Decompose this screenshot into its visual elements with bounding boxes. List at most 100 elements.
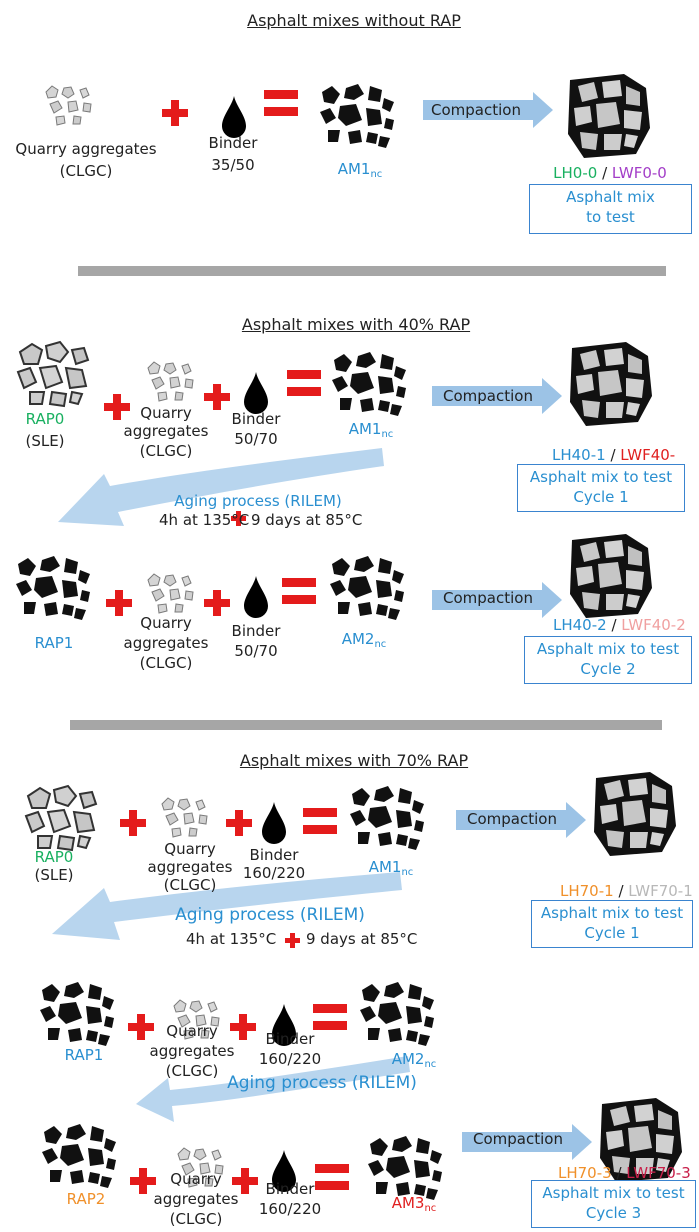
binder-drop-icon [244, 576, 268, 618]
equals-icon [313, 1004, 347, 1030]
section-heading: Asphalt mixes with 70% RAP [239, 751, 469, 770]
compacted-mix-icon [570, 534, 652, 618]
binder-drop-icon [222, 96, 246, 138]
quarry-label: Quarry aggregates [15, 140, 157, 158]
rap-label: RAP1 [64, 1046, 104, 1064]
equals-icon [282, 578, 316, 604]
quarry-label: aggregates [123, 634, 209, 652]
aging-condition: 4h at 135°C [186, 930, 277, 948]
binder-drop-icon [244, 372, 268, 414]
quarry-label: Quarry [164, 840, 216, 858]
plus-icon [120, 810, 146, 836]
rap-label: RAP0 [25, 410, 65, 428]
mix-label: AM1nc [368, 858, 414, 878]
asphalt-mix-icon [360, 982, 434, 1046]
rap-aggregates-icon [17, 341, 89, 407]
specimen-codes: LH70-3 / LWF70-3 [558, 1164, 691, 1182]
compaction-label: Compaction [443, 387, 533, 405]
compacted-mix-icon [594, 772, 676, 856]
binder-label: Binder [249, 846, 299, 864]
quarry-aggregates-icon [161, 797, 208, 838]
quarry-label: Quarry [140, 404, 192, 422]
mix-label: AM1nc [337, 160, 383, 180]
binder-drop-icon [262, 802, 286, 844]
compaction-label: Compaction [473, 1130, 563, 1148]
aging-condition: 9 days at 85°C [251, 511, 363, 529]
quarry-label: (CLGC) [139, 654, 193, 672]
specimen-codes: LH40-1 / LWF40- [552, 446, 676, 464]
aging-arrow-icon [136, 1056, 410, 1122]
equals-icon [264, 90, 298, 116]
compacted-mix-icon [570, 342, 652, 426]
plus-icon [162, 100, 188, 126]
plus-icon [226, 810, 252, 836]
plus-icon [285, 933, 300, 948]
asphalt-mix-icon [332, 352, 406, 416]
binder-grade: 50/70 [234, 430, 278, 448]
specimen-codes: LH40-2 / LWF40-2 [553, 616, 686, 634]
compaction-label: Compaction [467, 810, 557, 828]
asphalt-mix-icon [16, 556, 90, 620]
quarry-label: aggregates [123, 422, 209, 440]
rap-source: (SLE) [34, 866, 74, 884]
mix-label: AM2nc [391, 1050, 437, 1070]
rap-label: RAP1 [34, 634, 74, 652]
binder-label: Binder [231, 410, 281, 428]
binder-grade: 160/220 [258, 1200, 322, 1218]
aging-condition: 9 days at 85°C [306, 930, 418, 948]
binder-label: Binder [265, 1180, 315, 1198]
quarry-label: aggregates [147, 858, 233, 876]
mix-label: AM1nc [348, 420, 394, 440]
plus-icon [130, 1168, 156, 1194]
aging-process-label: Aging process (RILEM) [174, 492, 342, 510]
section-heading: Asphalt mixes without RAP [247, 11, 461, 30]
quarry-label: (CLGC) [59, 162, 113, 180]
asphalt-mix-icon [40, 982, 114, 1046]
rap-label: RAP0 [34, 848, 74, 866]
quarry-label: Quarry [166, 1022, 218, 1040]
section-heading: Asphalt mixes with 40% RAP [241, 315, 471, 334]
rap-aggregates-icon [25, 785, 97, 851]
compacted-mix-icon [568, 74, 650, 158]
asphalt-mix-icon [350, 786, 424, 850]
plus-icon [204, 590, 230, 616]
section-separator [78, 266, 666, 276]
asphalt-mix-icon [368, 1136, 442, 1200]
rap-label: RAP2 [66, 1190, 106, 1208]
quarry-aggregates-icon [45, 85, 92, 126]
plus-icon [106, 590, 132, 616]
binder-grade: 160/220 [258, 1050, 322, 1068]
quarry-label: (CLGC) [165, 1062, 219, 1080]
compaction-label: Compaction [443, 589, 533, 607]
specimen-codes: LH0-0 / LWF0-0 [553, 164, 667, 182]
plus-icon [230, 1014, 256, 1040]
binder-label: Binder [265, 1030, 315, 1048]
binder-grade: 160/220 [242, 864, 306, 882]
quarry-label: Quarry [170, 1170, 222, 1188]
asphalt-mix-icon [42, 1124, 116, 1188]
plus-icon [204, 384, 230, 410]
mix-label: AM2nc [341, 630, 387, 650]
plus-icon [104, 394, 130, 420]
aging-process-label: Aging process (RILEM) [227, 1073, 417, 1093]
quarry-label: Quarry [140, 614, 192, 632]
quarry-label: (CLGC) [139, 442, 193, 460]
binder-grade: 35/50 [211, 156, 255, 174]
quarry-label: aggregates [153, 1190, 239, 1208]
equals-icon [287, 370, 321, 396]
mix-label: AM3nc [391, 1194, 437, 1214]
binder-label: Binder [208, 134, 258, 152]
binder-label: Binder [231, 622, 281, 640]
plus-icon [128, 1014, 154, 1040]
aging-process-label: Aging process (RILEM) [175, 905, 365, 925]
rap-source: (SLE) [25, 432, 65, 450]
binder-grade: 50/70 [234, 642, 278, 660]
equals-icon [315, 1164, 349, 1190]
equals-icon [303, 808, 337, 834]
